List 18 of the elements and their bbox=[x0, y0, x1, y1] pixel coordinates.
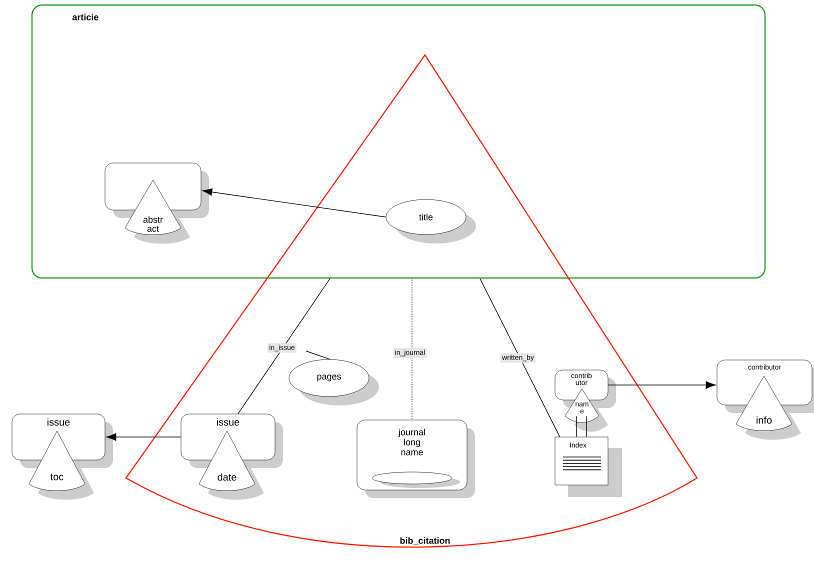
cone-box: abstr act bbox=[104, 162, 209, 244]
journal-box: journal long name bbox=[356, 420, 475, 498]
ellipse-node: title bbox=[386, 199, 476, 244]
cone-box: issue date bbox=[180, 414, 283, 500]
node-label: date bbox=[218, 473, 236, 481]
connector bbox=[238, 278, 330, 414]
connector bbox=[202, 188, 386, 218]
node-label: info bbox=[756, 416, 772, 424]
connector bbox=[608, 381, 716, 389]
node-label: act bbox=[147, 226, 159, 232]
connector bbox=[480, 278, 560, 438]
leader-line bbox=[306, 350, 330, 360]
connector bbox=[106, 433, 182, 441]
node-label: toc bbox=[50, 474, 64, 480]
connector bbox=[576, 416, 577, 438]
cone-box: issue toc bbox=[12, 414, 113, 500]
ellipse-node: pages bbox=[288, 359, 379, 406]
connector bbox=[586, 416, 587, 438]
